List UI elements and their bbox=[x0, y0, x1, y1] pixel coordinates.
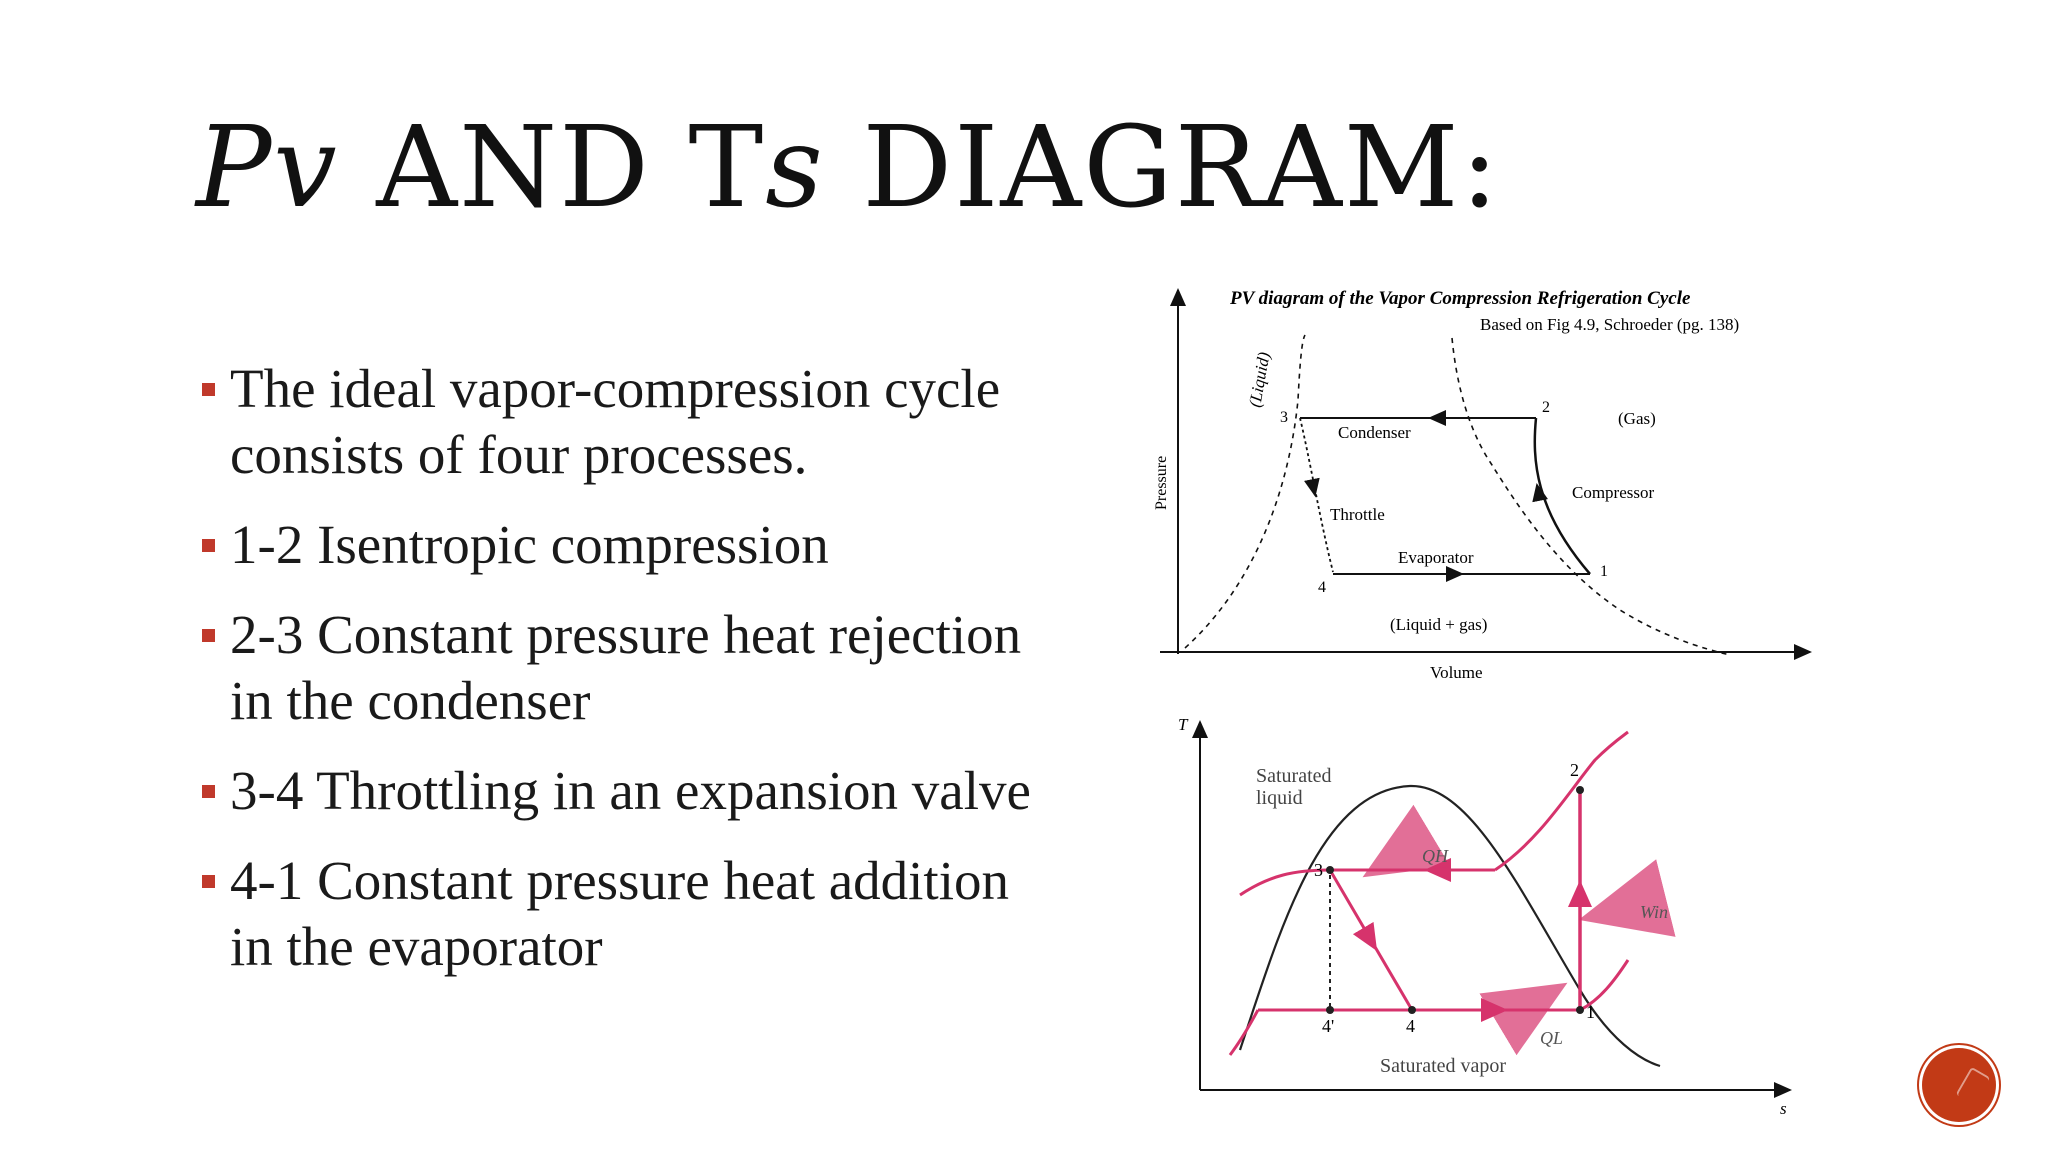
pv-gas-label: (Gas) bbox=[1618, 409, 1656, 428]
pv-point-2: 2 bbox=[1542, 399, 1550, 416]
bullet-text: 4-1 Constant pressure heat addition bbox=[230, 850, 1009, 911]
bullet-square-icon bbox=[202, 785, 215, 798]
bullet-text: 3-4 Throttling in an expansion valve bbox=[230, 760, 1031, 821]
pv-throttle-arrow bbox=[1304, 477, 1320, 497]
pv-point-3: 3 bbox=[1280, 409, 1288, 426]
pv-compressor-label: Compressor bbox=[1572, 483, 1655, 502]
bullet-item: The ideal vapor-compression cycle consis… bbox=[200, 356, 1080, 488]
bullet-text-cont: in the evaporator bbox=[230, 916, 603, 977]
pv-y-label: Pressure bbox=[1153, 456, 1170, 510]
pv-condenser-label: Condenser bbox=[1338, 423, 1411, 442]
title-pv: Pv bbox=[196, 103, 339, 233]
logo-circle-icon[interactable] bbox=[1922, 1048, 1996, 1122]
ts-point-marker-2 bbox=[1576, 786, 1584, 794]
pv-mixture-label: (Liquid + gas) bbox=[1390, 615, 1487, 634]
ts-isobar-high bbox=[1239, 868, 1331, 897]
pv-x-label: Volume bbox=[1430, 663, 1483, 680]
ts-point-4prime: 4' bbox=[1322, 1016, 1334, 1036]
bullet-square-icon bbox=[202, 383, 215, 396]
bullet-text-cont: consists of four processes. bbox=[230, 424, 808, 485]
bullet-item: 2-3 Constant pressure heat rejection in … bbox=[200, 602, 1080, 734]
title-and-t: AND T bbox=[338, 103, 766, 233]
ts-ql-label: QL bbox=[1540, 1028, 1563, 1048]
ts-sat-liquid-label-1: Saturated bbox=[1256, 765, 1332, 787]
bullet-item: 1-2 Isentropic compression bbox=[200, 512, 1080, 578]
pv-point-4: 4 bbox=[1318, 579, 1326, 596]
slide-title: Pv AND Ts DIAGRAM: bbox=[196, 112, 1500, 224]
ts-sat-liquid-label-2: liquid bbox=[1256, 787, 1303, 809]
bullet-text: 1-2 Isentropic compression bbox=[230, 514, 829, 575]
ts-ql-arrow bbox=[1479, 982, 1568, 1056]
bullet-item: 4-1 Constant pressure heat addition in t… bbox=[200, 848, 1080, 980]
ts-point-4: 4 bbox=[1406, 1016, 1415, 1036]
ts-point-marker-4prime bbox=[1326, 1006, 1334, 1014]
ts-y-label: T bbox=[1178, 715, 1189, 734]
bullet-square-icon bbox=[202, 629, 215, 642]
bullet-text-cont: in the condenser bbox=[230, 670, 591, 731]
pv-diagram: PV diagram of the Vapor Compression Refr… bbox=[1153, 288, 1812, 680]
bullet-square-icon bbox=[202, 875, 215, 888]
ts-superheat-line bbox=[1494, 730, 1629, 872]
ts-point-marker-3 bbox=[1326, 866, 1334, 874]
title-s: s bbox=[765, 103, 825, 233]
ts-point-marker-4 bbox=[1408, 1006, 1416, 1014]
ts-qh-arrow bbox=[1362, 804, 1451, 878]
bullet-text: The ideal vapor-compression cycle bbox=[230, 358, 1001, 419]
pv-subtitle: Based on Fig 4.9, Schroeder (pg. 138) bbox=[1480, 315, 1739, 334]
ts-win-label: Win bbox=[1640, 902, 1668, 922]
ts-qh-label: QH bbox=[1422, 846, 1449, 866]
ts-point-3: 3 bbox=[1314, 860, 1323, 880]
pv-throttle-label: Throttle bbox=[1330, 505, 1385, 524]
ts-point-1: 1 bbox=[1586, 1002, 1595, 1022]
ts-saturation-dome bbox=[1238, 784, 1661, 1068]
pv-evaporator-label: Evaporator bbox=[1398, 548, 1474, 567]
ts-sat-vapor-label: Saturated vapor bbox=[1380, 1055, 1506, 1077]
ts-diagram: T s Saturated liquid Saturated vapor QH … bbox=[1178, 715, 1792, 1118]
ts-point-2: 2 bbox=[1570, 760, 1579, 780]
ts-point-marker-1 bbox=[1576, 1006, 1584, 1014]
pv-compressor-arrow bbox=[1532, 483, 1548, 503]
pv-liquid-label: (Liquid) bbox=[1245, 350, 1273, 409]
bullet-list: The ideal vapor-compression cycle consis… bbox=[200, 356, 1080, 980]
pv-throttle-line bbox=[1299, 417, 1334, 573]
pv-point-1: 1 bbox=[1600, 563, 1608, 580]
bullet-text: 2-3 Constant pressure heat rejection bbox=[230, 604, 1022, 665]
title-diagram: DIAGRAM: bbox=[824, 103, 1501, 233]
ts-isobar-low bbox=[1228, 959, 1630, 1056]
leaf-icon bbox=[1955, 1066, 1991, 1106]
bullet-square-icon bbox=[202, 539, 215, 552]
ts-win-arrow bbox=[1578, 859, 1676, 937]
pv-title: PV diagram of the Vapor Compression Refr… bbox=[1229, 288, 1691, 309]
ts-throttle-arrow bbox=[1352, 921, 1378, 952]
ts-x-label: s bbox=[1780, 1099, 1787, 1118]
bullet-item: 3-4 Throttling in an expansion valve bbox=[200, 758, 1080, 824]
